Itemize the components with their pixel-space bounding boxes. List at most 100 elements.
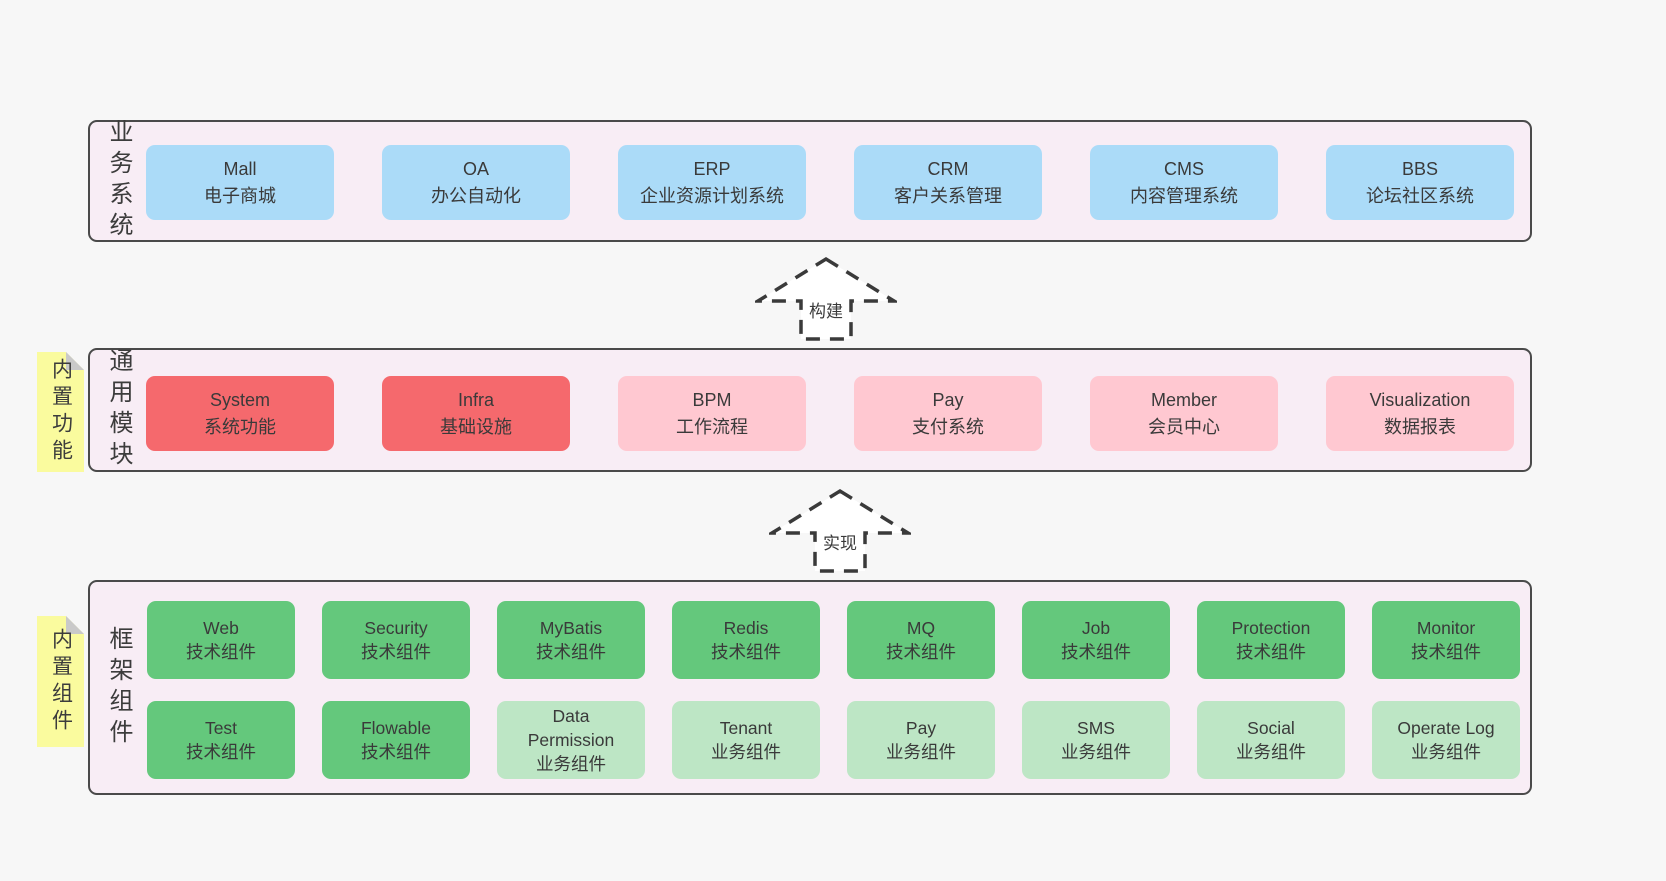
note-text: 内置功能 <box>49 358 73 466</box>
box-title: Pay <box>932 389 964 410</box>
box-title: Job <box>1081 617 1111 638</box>
box-member: Member 会员中心 <box>1090 376 1278 451</box>
box-sms: SMS 业务组件 <box>1022 701 1170 779</box>
box-cms: CMS 内容管理系统 <box>1090 145 1278 220</box>
dashed-up-arrow-implement: 实现 <box>769 488 911 574</box>
box-subtitle: 系统功能 <box>204 416 276 437</box>
sticky-note-builtin-functions: 内置功能 <box>37 352 84 472</box>
box-mybatis: MyBatis 技术组件 <box>497 601 645 679</box>
components-box-row-1: Web 技术组件 Security 技术组件 MyBatis 技术组件 Redi… <box>147 601 1520 679</box>
box-erp: ERP 企业资源计划系统 <box>618 145 806 220</box>
box-subtitle: 业务组件 <box>886 742 956 762</box>
box-crm: CRM 客户关系管理 <box>854 145 1042 220</box>
box-subtitle: 会员中心 <box>1148 416 1220 437</box>
box-bbs: BBS 论坛社区系统 <box>1326 145 1514 220</box>
box-bpm: BPM 工作流程 <box>618 376 806 451</box>
box-subtitle: 技术组件 <box>361 742 431 762</box>
box-title: Infra <box>457 389 495 410</box>
sticky-note-builtin-components: 内置组件 <box>37 616 84 747</box>
box-title: Protection <box>1231 617 1311 638</box>
box-subtitle: 论坛社区系统 <box>1366 185 1474 206</box>
box-title: Flowable <box>360 717 432 738</box>
box-redis: Redis 技术组件 <box>672 601 820 679</box>
box-title: CMS <box>1164 158 1204 179</box>
box-subtitle: 业务组件 <box>1411 742 1481 762</box>
box-system: System 系统功能 <box>146 376 334 451</box>
box-title: Pay <box>905 717 937 738</box>
box-subtitle: 技术组件 <box>886 642 956 662</box>
box-subtitle: 电子商城 <box>204 185 276 206</box>
box-subtitle: 技术组件 <box>361 642 431 662</box>
box-title: Data Permission <box>527 705 615 750</box>
box-title: BPM <box>692 389 732 410</box>
layer-common-modules: 通用模块 System 系统功能 Infra 基础设施 BPM 工作流程 Pay… <box>88 348 1532 472</box>
box-subtitle: 客户关系管理 <box>894 185 1002 206</box>
box-subtitle: 业务组件 <box>536 754 606 775</box>
box-subtitle: 业务组件 <box>1236 742 1306 762</box>
box-subtitle: 支付系统 <box>912 416 984 437</box>
box-title: CRM <box>927 158 969 179</box>
box-subtitle: 工作流程 <box>676 416 748 437</box>
box-pay-component: Pay 业务组件 <box>847 701 995 779</box>
box-subtitle: 内容管理系统 <box>1130 185 1238 206</box>
components-box-row-2: Test 技术组件 Flowable 技术组件 Data Permission … <box>147 701 1520 779</box>
box-oa: OA 办公自动化 <box>382 145 570 220</box>
box-title: Web <box>203 617 239 638</box>
box-subtitle: 技术组件 <box>536 642 606 662</box>
box-monitor: Monitor 技术组件 <box>1372 601 1520 679</box>
box-tenant: Tenant 业务组件 <box>672 701 820 779</box>
layer-label-components: 框架组件 <box>105 625 132 750</box>
box-infra: Infra 基础设施 <box>382 376 570 451</box>
box-subtitle: 技术组件 <box>1411 642 1481 662</box>
box-test: Test 技术组件 <box>147 701 295 779</box>
box-mq: MQ 技术组件 <box>847 601 995 679</box>
box-subtitle: 技术组件 <box>1236 642 1306 662</box>
box-subtitle: 技术组件 <box>186 642 256 662</box>
box-title: Monitor <box>1416 617 1476 638</box>
box-title: Mall <box>223 158 257 179</box>
box-subtitle: 基础设施 <box>440 416 512 437</box>
business-box-row: Mall 电子商城 OA 办公自动化 ERP 企业资源计划系统 CRM 客户关系… <box>146 145 1514 220</box>
box-job: Job 技术组件 <box>1022 601 1170 679</box>
box-subtitle: 数据报表 <box>1384 416 1456 437</box>
layer-label-modules: 通用模块 <box>105 348 132 472</box>
box-title: Member <box>1150 389 1217 410</box>
arrow-label-build: 构建 <box>803 296 849 323</box>
box-subtitle: 办公自动化 <box>431 185 521 206</box>
dashed-up-arrow-build: 构建 <box>755 256 897 342</box>
box-title: System <box>209 389 270 410</box>
box-social: Social 业务组件 <box>1197 701 1345 779</box>
box-subtitle: 技术组件 <box>1061 642 1131 662</box>
box-web: Web 技术组件 <box>147 601 295 679</box>
box-title: Redis <box>723 617 769 638</box>
box-title: Test <box>204 717 238 738</box>
layer-label-business: 业务系统 <box>105 119 132 243</box>
box-title: MyBatis <box>539 617 603 638</box>
box-flowable: Flowable 技术组件 <box>322 701 470 779</box>
box-title: ERP <box>693 158 731 179</box>
box-title: MQ <box>906 617 936 638</box>
box-title: BBS <box>1401 158 1439 179</box>
layer-business-systems: 业务系统 Mall 电子商城 OA 办公自动化 ERP 企业资源计划系统 CRM… <box>88 119 1532 243</box>
box-pay-module: Pay 支付系统 <box>854 376 1042 451</box>
box-mall: Mall 电子商城 <box>146 145 334 220</box>
box-title: OA <box>462 158 489 179</box>
box-title: Social <box>1247 717 1295 738</box>
box-title: Visualization <box>1369 389 1471 410</box>
layer-framework-components: 框架组件 Web 技术组件 Security 技术组件 MyBatis 技术组件… <box>88 580 1532 795</box>
box-title: Operate Log <box>1397 717 1495 738</box>
note-text: 内置组件 <box>49 627 73 736</box>
box-subtitle: 技术组件 <box>711 642 781 662</box>
box-title: Tenant <box>719 717 773 738</box>
arrow-label-implement: 实现 <box>817 528 863 555</box>
box-data-permission: Data Permission 业务组件 <box>497 701 645 779</box>
box-subtitle: 企业资源计划系统 <box>640 185 784 206</box>
box-subtitle: 业务组件 <box>711 742 781 762</box>
modules-box-row: System 系统功能 Infra 基础设施 BPM 工作流程 Pay 支付系统… <box>146 376 1514 451</box>
box-subtitle: 业务组件 <box>1061 742 1131 762</box>
box-title: Security <box>364 617 428 638</box>
box-visualization: Visualization 数据报表 <box>1326 376 1514 451</box>
box-title: SMS <box>1077 717 1115 738</box>
box-security: Security 技术组件 <box>322 601 470 679</box>
